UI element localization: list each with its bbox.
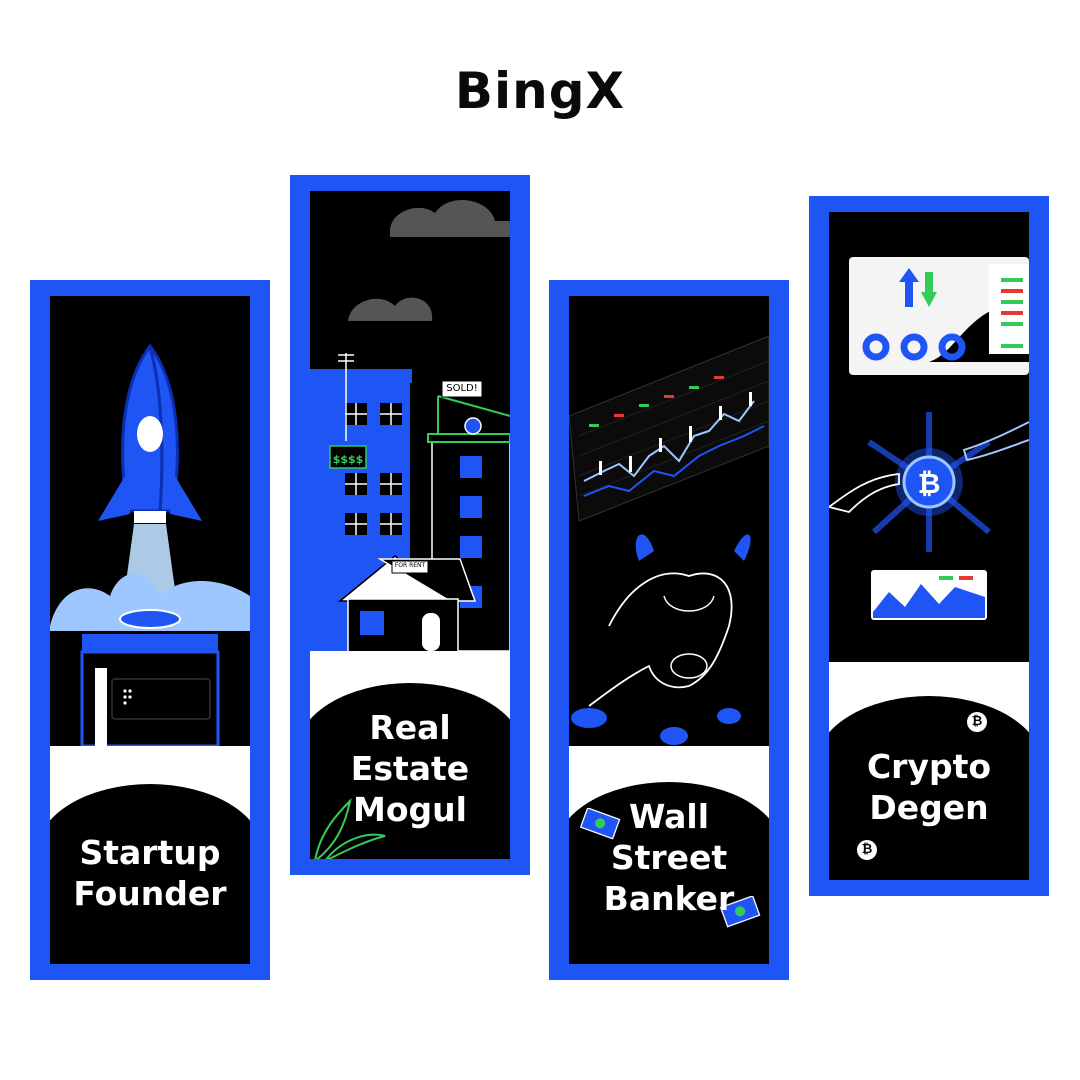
money-bill-icon [719,896,761,928]
card-startup-founder[interactable]: Startup Founder [30,280,270,980]
bitcoin-icon: ₿ [867,412,991,552]
card-title: Real Estate Mogul [350,708,470,829]
robot-hand-icon [962,421,1029,462]
trade-arrows-icon: ₿ [829,257,1029,620]
leaf-icon [314,797,386,859]
mini-chart-icon [871,570,987,620]
card-title: Wall Street Banker [603,797,735,918]
rocket-icon [50,343,250,746]
price-sign: $$$$ [332,453,364,466]
sold-sign: SOLD! [446,383,478,394]
card-panel: Startup Founder [50,296,250,964]
bingx-logo: BingX [454,62,626,120]
hand-icon [829,473,900,513]
card-real-estate-mogul[interactable]: $$$$ SOLD! FOR RENT Real Estate Mogul [290,175,530,875]
bitcoin-coin-icon: ₿ [967,712,987,732]
svg-text:₿: ₿ [918,467,941,500]
card-panel: Wall Street Banker [569,296,769,964]
building-icon [310,199,510,654]
bull-icon [571,534,751,745]
card-title: Startup Founder [73,833,227,913]
card-panel: $$$$ SOLD! FOR RENT Real Estate Mogul [310,191,510,859]
bitcoin-coin-icon: ₿ [857,840,877,860]
for-rent-sign: FOR RENT [394,562,426,569]
card-wall-street-banker[interactable]: Wall Street Banker [549,280,789,980]
money-bill-icon [579,808,621,840]
card-title: Crypto Degen [866,747,992,827]
card-crypto-degen[interactable]: ₿ ₿ ₿ Crypto Degen [809,196,1049,896]
candlestick-board-icon [569,335,769,745]
card-panel: ₿ ₿ ₿ Crypto Degen [829,212,1029,880]
